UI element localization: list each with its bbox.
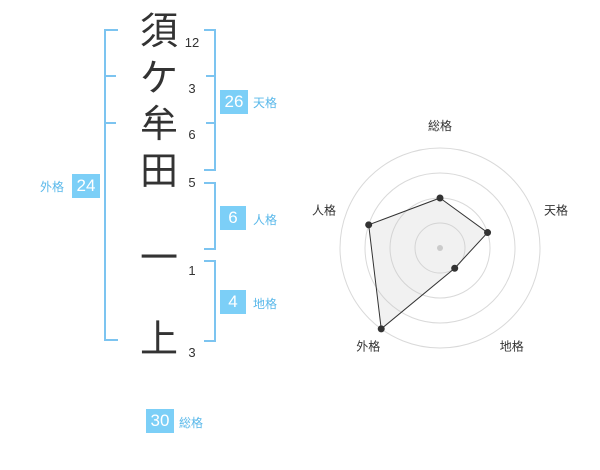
stroke-count-6: 3 [188,345,196,360]
chikaku-label: 地格 [253,297,278,311]
name-char-2: ケ [139,56,178,100]
tenkaku-label: 天格 [253,96,278,110]
radar-axis-label-4: 外格 [356,339,380,354]
gaikaku-value: 24 [72,174,100,198]
radar-axis-label-1: 総格 [428,118,452,133]
chikaku-value: 4 [220,290,246,314]
stroke-count-4: 5 [188,175,196,190]
gaikaku-label: 外格 [40,180,65,194]
radar-polygon [368,197,489,330]
stroke-count-1: 12 [184,35,200,50]
soukaku-value: 30 [146,409,174,433]
radar-center [437,245,443,251]
tenkaku-value: 26 [220,90,248,114]
radar-point-1 [436,194,444,202]
jinkaku-label: 人格 [253,213,278,227]
radar-axis-label-5: 人格 [312,202,336,217]
radar-point-3 [451,264,459,272]
radar-axis-label-2: 天格 [544,202,568,217]
stroke-count-5: 1 [188,263,196,278]
radar-point-2 [484,229,492,237]
name-char-1: 須 [139,9,178,53]
jinkaku-value: 6 [220,206,246,230]
radar-point-5 [365,221,373,229]
stroke-count-3: 6 [188,127,196,142]
name-char-3: 牟 [139,102,178,146]
name-char-4: 田 [139,149,178,193]
radar-point-4 [377,325,385,333]
name-char-5: 一 [139,236,178,280]
stroke-count-2: 3 [188,81,196,96]
soukaku-label: 総格 [179,416,204,430]
radar-axis-label-3: 地格 [500,339,524,354]
name-char-6: 上 [139,317,178,361]
